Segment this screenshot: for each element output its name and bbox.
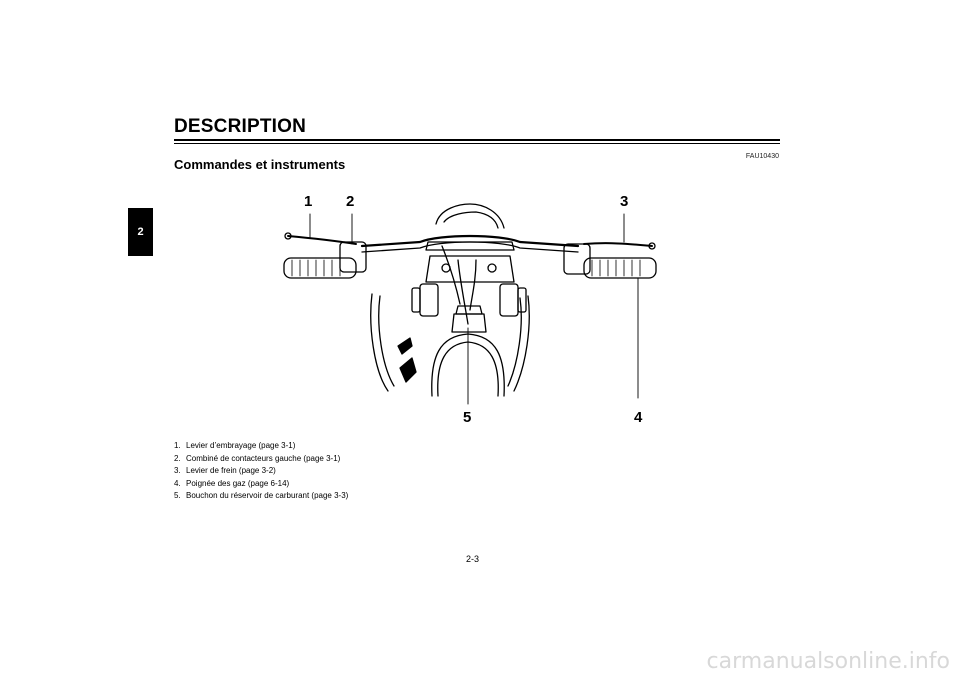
callout-3: 3 <box>620 193 628 210</box>
doc-code: FAU10430 <box>745 153 779 160</box>
legend-text: Levier d’embrayage (page 3-1) <box>186 441 296 450</box>
watermark: carmanualsonline.info <box>706 649 950 674</box>
chapter-tab: 2 <box>128 208 153 256</box>
legend-text: Combiné de contacteurs gauche (page 3-1) <box>186 453 341 463</box>
fuel-cap <box>451 313 487 333</box>
section-title: DESCRIPTION <box>174 116 307 137</box>
left-switch <box>339 241 367 273</box>
page-subtitle: Commandes et instruments <box>174 157 346 172</box>
headlight-cowl <box>435 203 505 229</box>
callout-2: 2 <box>346 193 354 210</box>
callout-4: 4 <box>634 409 643 426</box>
header-rule <box>174 139 780 141</box>
header-rule-thin <box>174 143 780 144</box>
legend-number: 4. <box>174 478 181 488</box>
legend-item: 2. Combiné de contacteurs gauche (page 3-… <box>174 453 348 466</box>
legend-item: 3. Levier de frein (page 3-2) <box>174 465 348 478</box>
right-grip <box>583 257 657 279</box>
brake-lever <box>583 242 653 247</box>
triple-clamp <box>425 255 515 283</box>
legend-item: 4. Poignée des gaz (page 6-14) <box>174 478 348 491</box>
left-grip <box>283 257 357 279</box>
legend-number: 5. <box>174 491 181 500</box>
clutch-lever <box>287 235 357 245</box>
throttle-housing <box>563 243 591 275</box>
callout-1: 1 <box>304 193 312 210</box>
handlebar <box>360 234 580 248</box>
callout-5: 5 <box>463 409 471 426</box>
legend-number: 1. <box>174 441 181 450</box>
legend-text: Poignée des gaz (page 6-14) <box>186 478 290 488</box>
page-number: 2-3 <box>466 554 480 564</box>
figure-legend: 1. Levier d’embrayage (page 3-1) 2. Combin… <box>174 440 348 503</box>
legend-text: Bouchon du réservoir de carburant (page … <box>186 491 349 500</box>
legend-item: 1. Levier d’embrayage (page 3-1) <box>174 440 348 453</box>
legend-item: 5. Bouchon du réservoir de carburant (pag… <box>174 490 348 503</box>
legend-number: 2. <box>174 453 181 463</box>
handlebar-illustration: 1 2 3 4 5 <box>283 193 657 426</box>
front-fender <box>370 293 389 392</box>
legend-text: Levier de frein (page 3-2) <box>186 466 276 475</box>
legend-number: 3. <box>174 466 181 475</box>
